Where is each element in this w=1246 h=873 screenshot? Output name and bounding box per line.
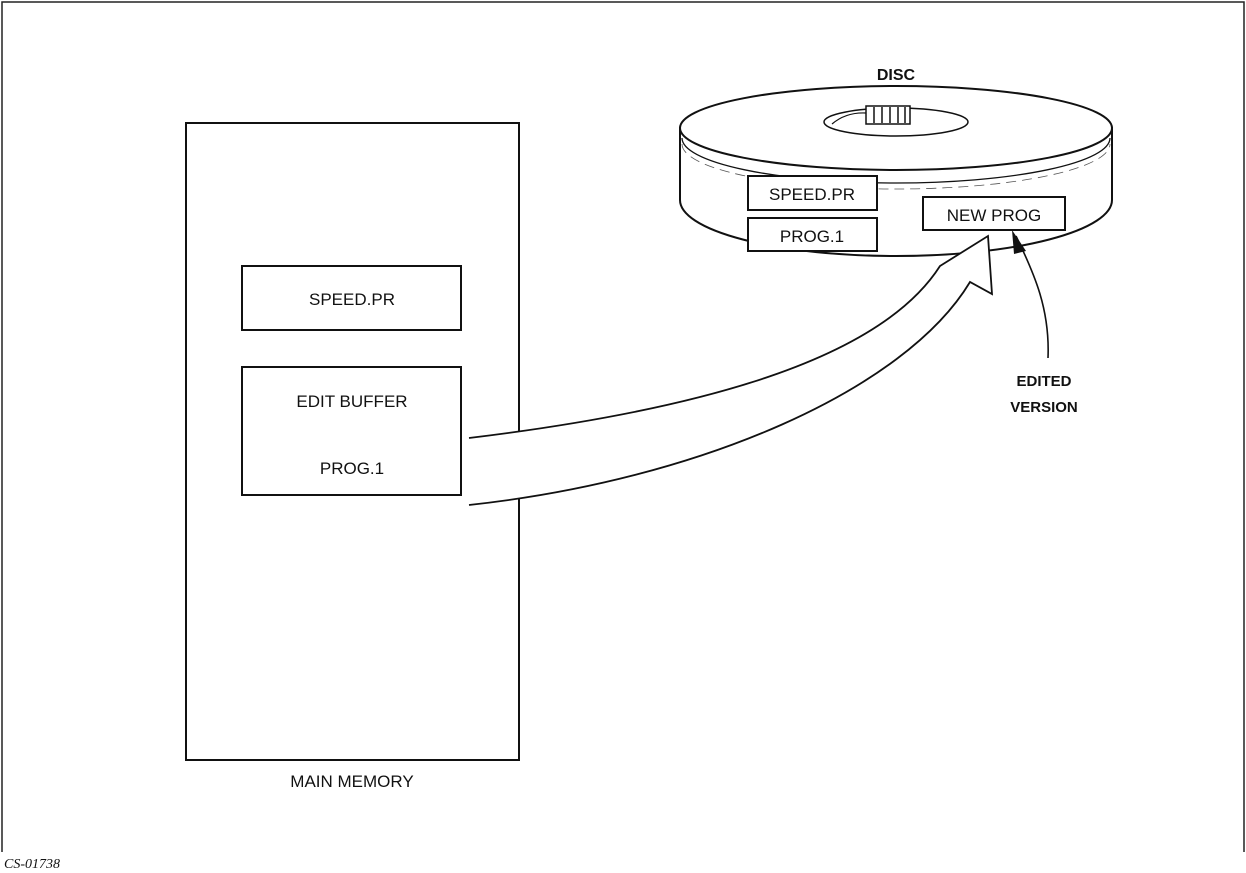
save-arrow [469,236,992,505]
main-memory-title: MAIN MEMORY [290,772,413,791]
figure-id: CS-01738 [4,857,60,872]
new-prog-label: NEW PROG [947,206,1041,225]
callout-line-1: EDITED [1016,373,1071,390]
edit-buffer-title: EDIT BUFFER [296,392,407,411]
callout-line-2: VERSION [1010,399,1078,416]
edit-buffer-content: PROG.1 [320,459,384,478]
speed-pr-memory-label: SPEED.PR [309,290,395,309]
callout-arrow-line [1016,236,1048,358]
disc-speed-pr-label: SPEED.PR [769,185,855,204]
disc-title: DISC [877,67,916,84]
disc-prog1-label: PROG.1 [780,227,844,246]
